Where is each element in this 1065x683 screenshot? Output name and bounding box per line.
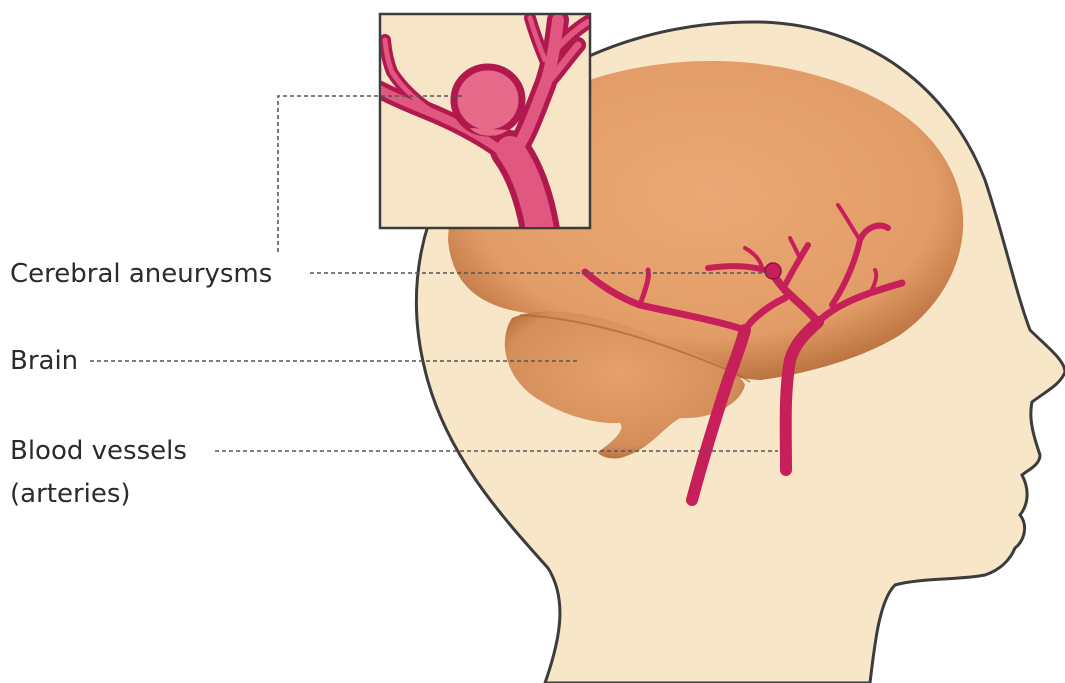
label-arteries: (arteries) — [10, 476, 135, 512]
label-brain: Brain — [10, 343, 82, 379]
aneurysm-sac — [454, 67, 522, 133]
label-cerebral-aneurysms: Cerebral aneurysms — [10, 256, 276, 292]
aneurysm-inset — [380, 14, 590, 230]
aneurysm-on-brain — [765, 263, 781, 279]
label-blood-vessels: Blood vessels — [10, 433, 191, 469]
